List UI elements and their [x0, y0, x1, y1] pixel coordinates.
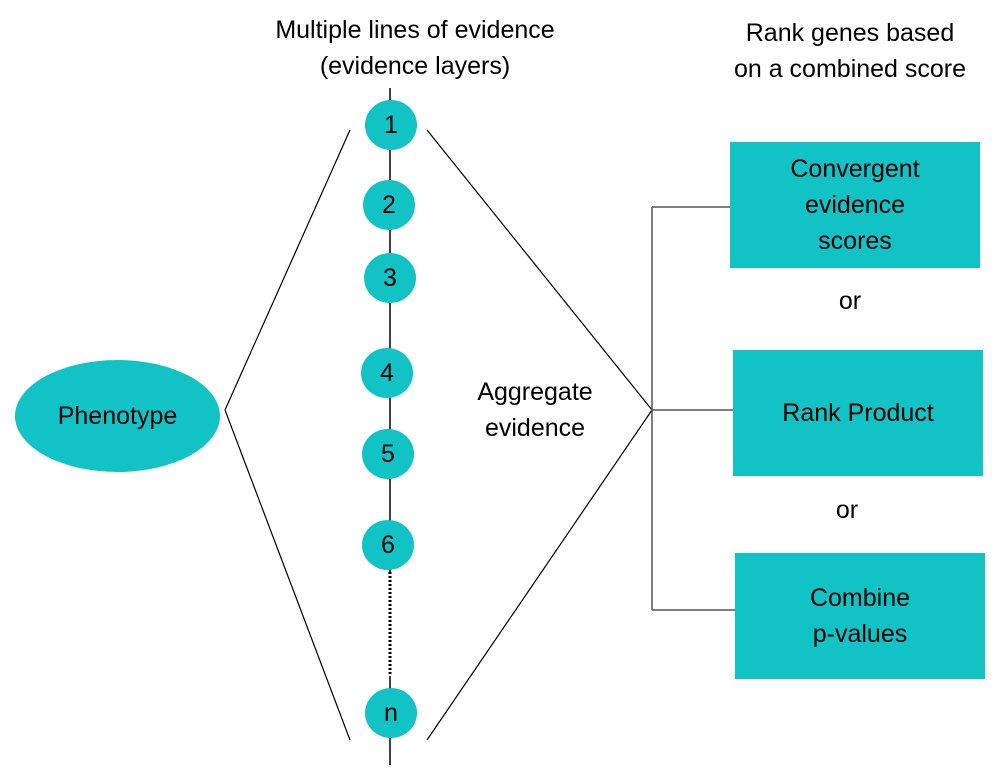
aggregate-wedge-upper — [426, 129, 653, 411]
evidence-layer-label: 3 — [383, 263, 397, 292]
combine-p-values-box: Combine p-values — [735, 553, 985, 679]
aggregate-wedge-lower — [426, 409, 653, 741]
evidence-layer-label: 1 — [384, 110, 398, 139]
evidence-layer-label: n — [384, 698, 398, 727]
phenotype-node: Phenotype — [15, 360, 220, 472]
phenotype-wedge-lower — [224, 409, 351, 741]
combine-p-values-line2: p-values — [812, 620, 908, 648]
rank-product-label: Rank Product — [782, 399, 934, 427]
convergent-evidence-line1: Convergent — [790, 155, 920, 183]
evidence-layer-label: 5 — [381, 439, 395, 468]
evidence-layer-4: 4 — [361, 348, 413, 398]
rank-genes-title-line2: on a combined score — [733, 55, 967, 83]
evidence-layer-6: 6 — [362, 520, 414, 570]
evidence-layer-2: 2 — [363, 180, 415, 230]
convergent-evidence-line3: scores — [818, 227, 892, 255]
aggregate-evidence-line2: evidence — [484, 414, 586, 442]
evidence-layer-label: 2 — [382, 190, 396, 219]
or-connector-label: or — [835, 496, 859, 524]
rank-genes-title-line1: Rank genes based — [745, 19, 955, 47]
evidence-layers-title: Multiple lines of evidence (evidence lay… — [245, 12, 585, 84]
evidence-layer-n: n — [365, 688, 417, 738]
aggregate-evidence-label: Aggregate evidence — [455, 374, 615, 446]
phenotype-wedge-upper — [224, 129, 351, 411]
evidence-layer-3: 3 — [364, 253, 416, 303]
or-connector-label: or — [838, 287, 862, 315]
evidence-layer-label: 4 — [380, 358, 394, 387]
evidence-layers-title-line2: (evidence layers) — [319, 52, 511, 80]
rank-product-box: Rank Product — [733, 350, 983, 476]
convergent-evidence-line2: evidence — [804, 191, 906, 219]
phenotype-label: Phenotype — [57, 401, 178, 430]
rank-genes-title: Rank genes based on a combined score — [715, 15, 985, 87]
or-connector-2: or — [817, 492, 877, 528]
evidence-layer-5: 5 — [362, 429, 414, 479]
evidence-layer-label: 6 — [381, 530, 395, 559]
evidence-layer-1: 1 — [365, 100, 417, 150]
aggregate-evidence-line1: Aggregate — [477, 378, 593, 406]
or-connector-1: or — [820, 283, 880, 319]
combine-p-values-line1: Combine — [809, 584, 911, 612]
evidence-layers-title-line1: Multiple lines of evidence — [275, 16, 555, 44]
convergent-evidence-box: Convergent evidence scores — [730, 142, 980, 268]
